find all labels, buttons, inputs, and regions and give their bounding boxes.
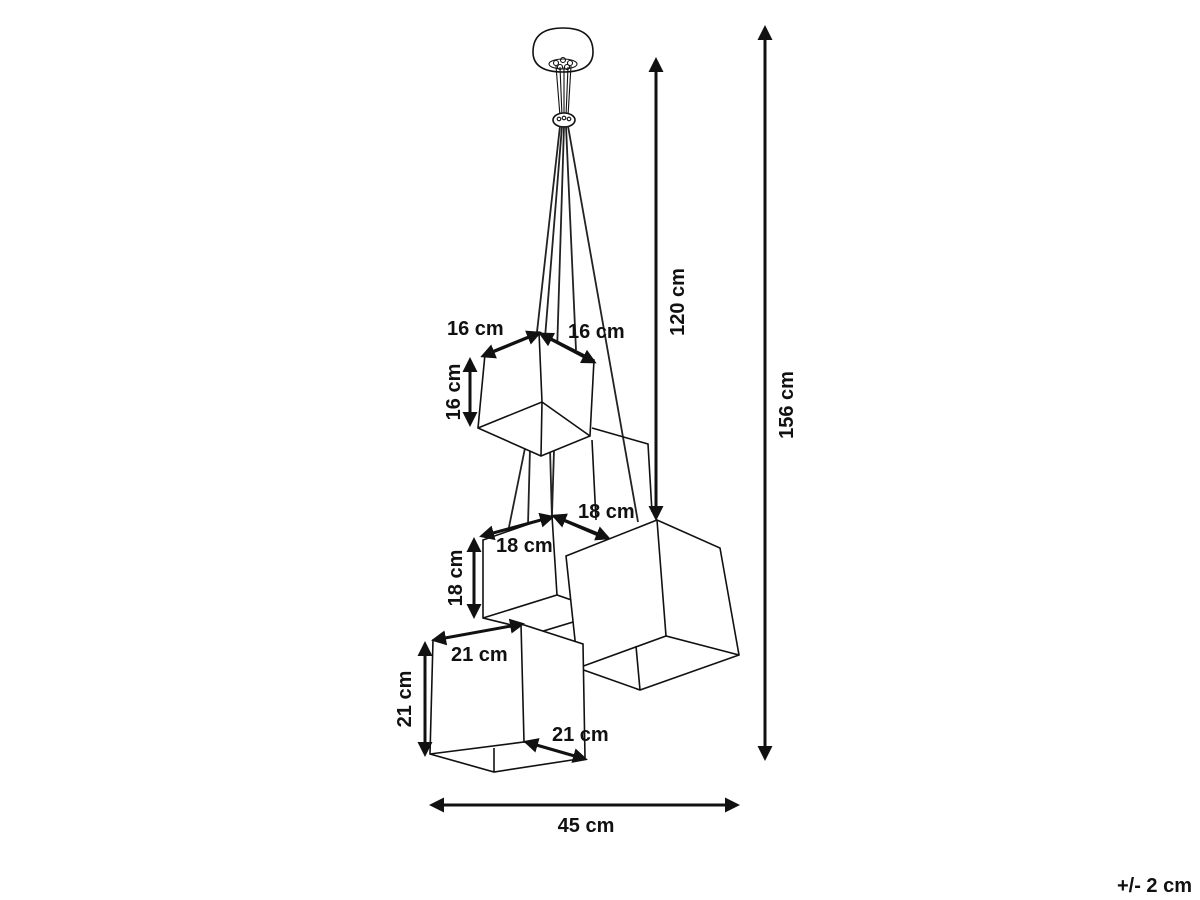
label-large-width: 21 cm xyxy=(451,644,508,666)
arrow-medium-width xyxy=(479,512,555,541)
label-medium-height: 18 cm xyxy=(445,550,467,607)
label-total-height: 156 cm xyxy=(776,371,798,439)
label-small-width: 16 cm xyxy=(447,318,504,340)
dimension-arrows xyxy=(417,25,773,813)
label-medium-depth: 18 cm xyxy=(578,501,635,523)
cube-right xyxy=(565,519,740,691)
label-total-width: 45 cm xyxy=(558,815,615,837)
label-small-height: 16 cm xyxy=(443,364,465,421)
tolerance-note: +/- 2 cm xyxy=(1117,875,1192,897)
label-large-height: 21 cm xyxy=(394,671,416,728)
dimension-labels: 16 cm 16 cm 16 cm 18 cm 18 cm 18 cm 21 c… xyxy=(394,268,1192,897)
label-small-depth: 16 cm xyxy=(568,321,625,343)
cord-ring xyxy=(552,112,576,128)
arrow-small-width xyxy=(480,330,542,359)
arrow-medium-depth xyxy=(551,513,611,541)
label-medium-width: 18 cm xyxy=(496,535,553,557)
label-large-depth: 21 cm xyxy=(552,724,609,746)
ceiling-canopy xyxy=(532,27,594,73)
arrow-large-width xyxy=(431,618,525,646)
upper-cords xyxy=(555,65,572,117)
arrow-small-depth xyxy=(538,332,597,364)
label-cord-length: 120 cm xyxy=(667,268,689,336)
arrow-large-depth xyxy=(523,738,588,763)
